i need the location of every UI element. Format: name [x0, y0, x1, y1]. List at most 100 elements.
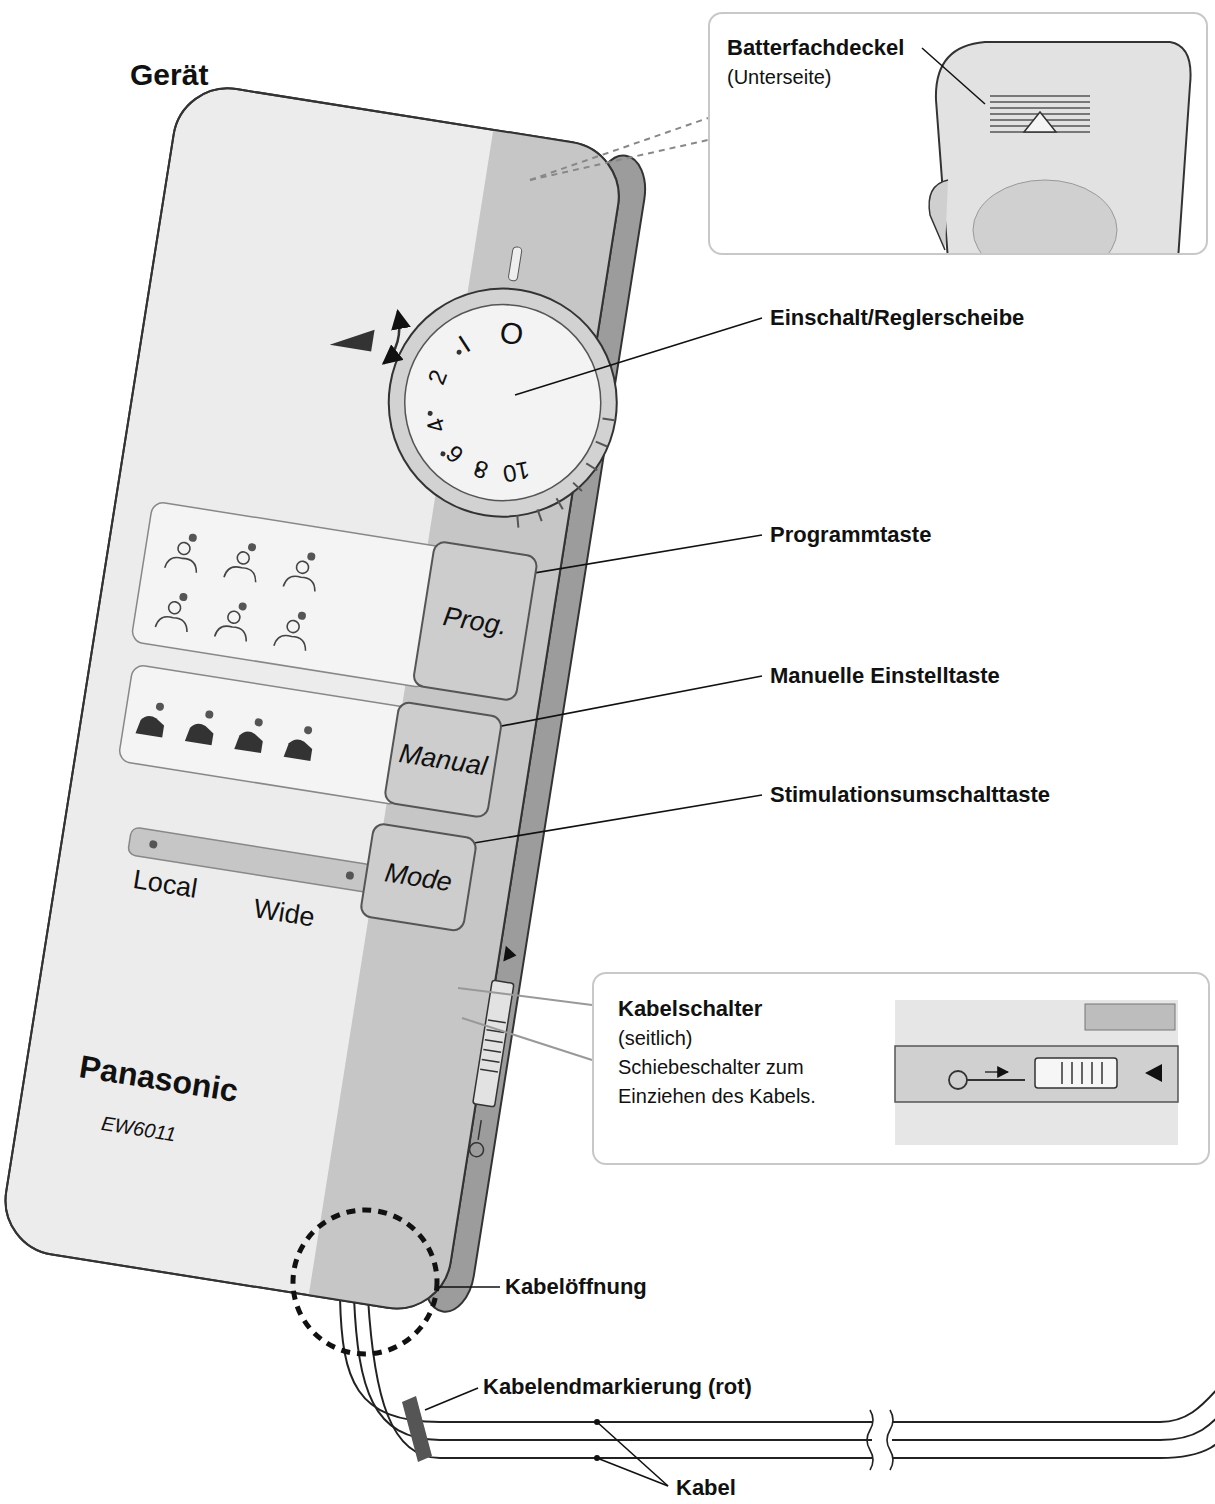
switch-photo [895, 1000, 1178, 1145]
dashed-leader [530, 140, 708, 180]
manual-panel [118, 664, 415, 805]
switch-arrow [503, 946, 517, 964]
device-outline [0, 81, 627, 1317]
mode-dot [149, 840, 158, 849]
diagram-title: Gerät [130, 58, 208, 91]
dial-number: O [498, 315, 525, 351]
break-mark [887, 1410, 893, 1470]
manual-icon [284, 723, 316, 761]
battery-cover-drawing [929, 42, 1190, 253]
cable [340, 1298, 1215, 1470]
cable-line [892, 1380, 1215, 1422]
slider-ridges [1062, 1062, 1102, 1084]
program-icon [165, 530, 203, 573]
dial-dots [420, 346, 499, 472]
ridge [1071, 1062, 1073, 1084]
dial-rim [372, 272, 633, 533]
leader-line [462, 1018, 592, 1060]
grip-recess [973, 180, 1117, 253]
program-icon [283, 549, 321, 592]
leader-dot [594, 1419, 600, 1425]
leader-line [597, 1458, 668, 1486]
cable-switch [473, 980, 514, 1107]
dial-dot [456, 349, 462, 355]
mode-button: Mode [359, 822, 479, 933]
button-label: Manual [397, 737, 489, 781]
mode-key-edge [1085, 1004, 1175, 1030]
callout-inset-box: Batterfachdeckel(Unterseite) [708, 12, 1208, 255]
ridge [488, 1020, 506, 1023]
manual-icon [185, 707, 217, 745]
callout-label: Manuelle Einstelltaste [770, 664, 1000, 688]
hatch-line [990, 107, 1090, 108]
leader-line [922, 48, 985, 104]
callout-text: (Unterseite) [727, 63, 1027, 92]
callout-label: Kabelöffnung [505, 1275, 647, 1299]
cable-line [892, 1396, 1215, 1440]
mode-dot [345, 871, 354, 880]
cover-hatch [990, 96, 1090, 132]
cable-line [354, 1298, 872, 1440]
slider [1035, 1058, 1117, 1088]
manual-button: Manual [383, 700, 504, 819]
cable-line [340, 1298, 872, 1422]
program-icon [155, 590, 193, 633]
turn-arrow [383, 310, 402, 365]
program-icon [215, 599, 253, 642]
leader-line [515, 318, 762, 395]
leader-line [597, 1422, 668, 1486]
leaders [420, 318, 762, 1486]
dial-number: 10 [500, 456, 531, 487]
hatch-line [990, 95, 1090, 96]
button-label: Mode [383, 857, 455, 898]
knurl-line [555, 498, 564, 509]
open-triangle [1024, 112, 1056, 132]
knurl-line [603, 418, 615, 420]
dial-slot [508, 246, 522, 281]
highlight-circle [293, 1210, 437, 1354]
knurl-line [585, 463, 598, 470]
cable-line [892, 1412, 1215, 1458]
program-panel [131, 501, 450, 688]
manual-icon [234, 715, 266, 753]
ridge [1091, 1062, 1093, 1084]
callout-label: Einschalt/Reglerscheibe [770, 306, 1024, 330]
plug-symbol [949, 1071, 967, 1089]
leader-line [458, 988, 592, 1005]
program-icon [274, 608, 312, 651]
plug-symbol [469, 1142, 485, 1158]
knurl-line [536, 509, 544, 521]
callout-heading: Batterfachdeckel [727, 33, 1027, 63]
cable-line [368, 1298, 872, 1458]
knurl-line [595, 442, 607, 447]
plug-line [478, 1120, 481, 1140]
break-mark [867, 1410, 873, 1470]
ridge [482, 1059, 500, 1062]
ridge [1101, 1062, 1103, 1084]
callout-text: (seitlich) [618, 1024, 888, 1053]
cable-switch-drawing [895, 1000, 1178, 1145]
knurl-line [515, 515, 520, 527]
switch-arrow [1145, 1064, 1162, 1082]
device [0, 79, 658, 1324]
button-label: Prog. [441, 601, 510, 642]
leader-line [425, 1388, 478, 1410]
ridge [485, 1040, 503, 1043]
callout-label: Stimulationsumschalttaste [770, 783, 1050, 807]
callout-label: Programmtaste [770, 523, 931, 547]
manual-icon [136, 700, 168, 738]
plug-line [967, 1079, 1025, 1081]
ridge [1061, 1062, 1063, 1084]
pull-arrow [985, 1071, 1008, 1073]
callout-label: Kabelendmarkierung (rot) [483, 1375, 752, 1399]
dial-face [391, 290, 615, 514]
knurl-line [572, 483, 583, 491]
intensity-ramp [330, 323, 375, 351]
callout-label: Kabel [676, 1476, 736, 1500]
device-side-band [895, 1046, 1178, 1102]
callout-inset-box: Kabelschalter(seitlich)Schiebeschalter z… [592, 972, 1210, 1165]
leader-dot [594, 1455, 600, 1461]
callout-text: Schiebeschalter zum Einziehen des Kabels… [618, 1053, 888, 1111]
callout-heading: Kabelschalter [618, 994, 888, 1024]
